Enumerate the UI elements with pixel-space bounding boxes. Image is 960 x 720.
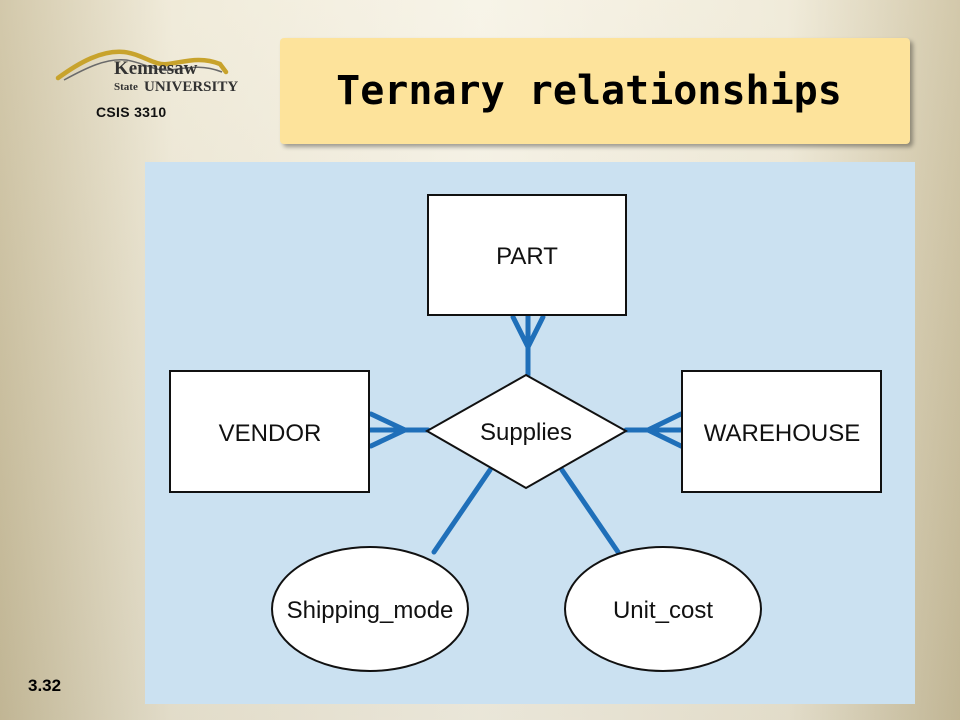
crowfoot-vendor-top	[368, 411, 408, 433]
crowfoot-part-left	[510, 314, 531, 350]
link-shipping-mode	[431, 467, 493, 555]
logo-line2-a: State	[114, 81, 138, 93]
attribute-shipping-mode	[271, 546, 469, 672]
title-banner: Ternary relationships	[280, 38, 910, 144]
entity-warehouse-label: WAREHOUSE	[704, 420, 860, 447]
connector-lines	[367, 312, 685, 555]
crowfoot-part-right	[525, 314, 546, 350]
relationship-supplies	[424, 373, 629, 490]
course-code: CSIS 3310	[96, 104, 167, 120]
attribute-shipping-mode-label: Shipping_mode	[287, 597, 454, 624]
entity-vendor-label: VENDOR	[219, 420, 322, 447]
er-diagram: PART VENDOR WAREHOUSE Supplies Shipping_…	[145, 162, 915, 704]
link-unit-cost	[559, 467, 621, 555]
entity-part-label: PART	[496, 243, 558, 270]
university-logo: Kennesaw State UNIVERSITY	[55, 49, 238, 95]
entity-warehouse	[681, 370, 882, 493]
entity-part	[427, 194, 627, 316]
slide-number: 3.32	[28, 676, 62, 695]
crowfoot-vendor-bottom	[368, 427, 408, 449]
logo-line2-b: UNIVERSITY	[144, 79, 238, 95]
attribute-unit-cost	[564, 546, 762, 672]
crowfoot-warehouse-top	[645, 411, 684, 433]
relationship-supplies-label: Supplies	[480, 419, 572, 446]
logo-line1: Kennesaw	[114, 58, 198, 79]
attribute-unit-cost-label: Unit_cost	[613, 597, 713, 624]
crowfoot-warehouse-bottom	[645, 427, 684, 449]
slide-title: Ternary relationships	[336, 68, 842, 114]
entity-vendor	[169, 370, 370, 493]
